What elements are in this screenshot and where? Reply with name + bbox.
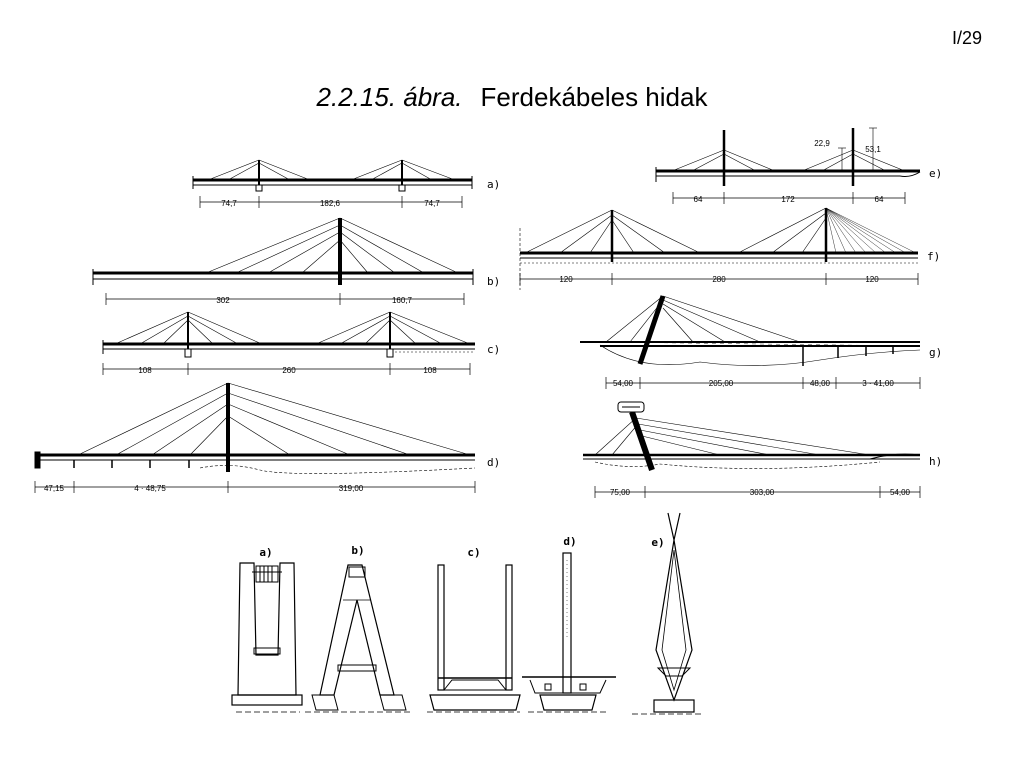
tower-b-label: b) <box>351 544 364 557</box>
bridge-g-label: g) <box>929 346 942 359</box>
tower-e-label: e) <box>651 536 664 549</box>
bridge-f-label: f) <box>927 250 940 263</box>
bridge-h <box>583 401 921 498</box>
dim-e-3: 64 <box>875 195 884 204</box>
dim-b-1: 302 <box>216 296 230 305</box>
dim-c-1: 108 <box>138 366 152 375</box>
bridge-f <box>519 207 919 290</box>
bridge-h-label: h) <box>929 455 942 468</box>
dim-h-1: 75,00 <box>610 488 631 497</box>
bridge-c <box>102 311 475 375</box>
dim-e-1: 64 <box>694 195 703 204</box>
bridge-b <box>92 217 474 305</box>
tower-c <box>427 564 521 713</box>
bridge-e-label: e) <box>929 167 942 180</box>
figure-caption: Ferdekábeles hidak <box>480 82 708 112</box>
dim-g-1: 54,00 <box>613 379 634 388</box>
dim-f-2: 280 <box>712 275 726 284</box>
dim-b-2: 160,7 <box>392 296 413 305</box>
tower-b <box>305 564 410 713</box>
figure-title: 2.2.15. ábra. Ferdekábeles hidak <box>0 82 1024 113</box>
bridge-e <box>655 127 921 204</box>
dim-g-2: 205,00 <box>709 379 734 388</box>
bridge-a-label: a) <box>487 178 500 191</box>
tower-d <box>522 552 616 713</box>
tower-c-label: c) <box>467 546 480 559</box>
tower-e <box>632 512 704 715</box>
dim-c-2: 260 <box>282 366 296 375</box>
dim-h-3: 54,00 <box>890 488 911 497</box>
dim-a-2: 182,6 <box>320 199 341 208</box>
dim-a-3: 74,7 <box>424 199 440 208</box>
dim-h-2: 303,00 <box>750 488 775 497</box>
dim-c-3: 108 <box>423 366 437 375</box>
bridge-c-label: c) <box>487 343 500 356</box>
bridge-d-label: d) <box>487 456 500 469</box>
dim-a-1: 74,7 <box>221 199 237 208</box>
bridge-d <box>34 382 476 493</box>
bridge-b-label: b) <box>487 275 500 288</box>
figure-ref: 2.2.15. ábra. <box>316 82 463 112</box>
page-number: I/29 <box>951 28 982 48</box>
dim-d-1: 47,15 <box>44 484 65 493</box>
dim-e-height-2: 53,1 <box>865 145 881 154</box>
dim-e-height-1: 22,9 <box>814 139 830 148</box>
dim-e-2: 172 <box>781 195 795 204</box>
dim-g-4: 3 · 41,00 <box>862 379 894 388</box>
tower-d-label: d) <box>563 535 576 548</box>
tower-a <box>231 562 303 713</box>
bridge-g <box>580 295 921 389</box>
tower-a-label: a) <box>259 546 272 559</box>
dim-f-3: 120 <box>865 275 879 284</box>
dim-f-1: 120 <box>559 275 573 284</box>
dim-d-3: 319,00 <box>339 484 364 493</box>
bridge-a <box>192 159 473 208</box>
dim-d-2: 4 · 48,75 <box>134 484 166 493</box>
dim-g-3: 48,00 <box>810 379 831 388</box>
